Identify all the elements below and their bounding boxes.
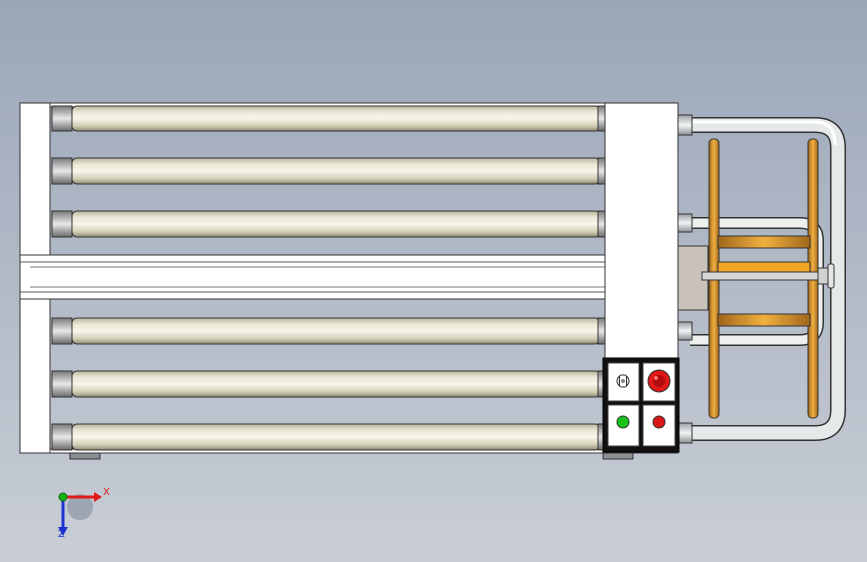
- triad-x-label: X: [103, 487, 110, 498]
- roller-1[interactable]: [51, 105, 606, 132]
- roller-2[interactable]: [51, 157, 606, 185]
- roller-5[interactable]: [51, 370, 606, 398]
- selector-switch-icon[interactable]: [616, 374, 630, 388]
- roller-3[interactable]: [51, 210, 606, 238]
- start-button-icon[interactable]: [616, 415, 630, 429]
- cable-reel[interactable]: [701, 138, 835, 419]
- triad: [58, 492, 102, 536]
- roller-4[interactable]: [51, 317, 606, 345]
- emergency-stop-icon[interactable]: [647, 369, 671, 393]
- triad-z-axis: [58, 497, 68, 536]
- triad-x-axis: [63, 492, 102, 502]
- hose-frame[interactable]: [677, 114, 846, 444]
- foot-left: [69, 452, 101, 460]
- triad-y-axis: [58, 492, 68, 502]
- triad-origin-shadow: [67, 494, 93, 520]
- control-panel: [602, 357, 680, 453]
- foot-right: [602, 452, 634, 460]
- triad-z-label: Z: [58, 529, 65, 540]
- stop-button-icon[interactable]: [652, 415, 666, 429]
- center-rail[interactable]: [19, 254, 679, 300]
- roller-6[interactable]: [51, 423, 606, 451]
